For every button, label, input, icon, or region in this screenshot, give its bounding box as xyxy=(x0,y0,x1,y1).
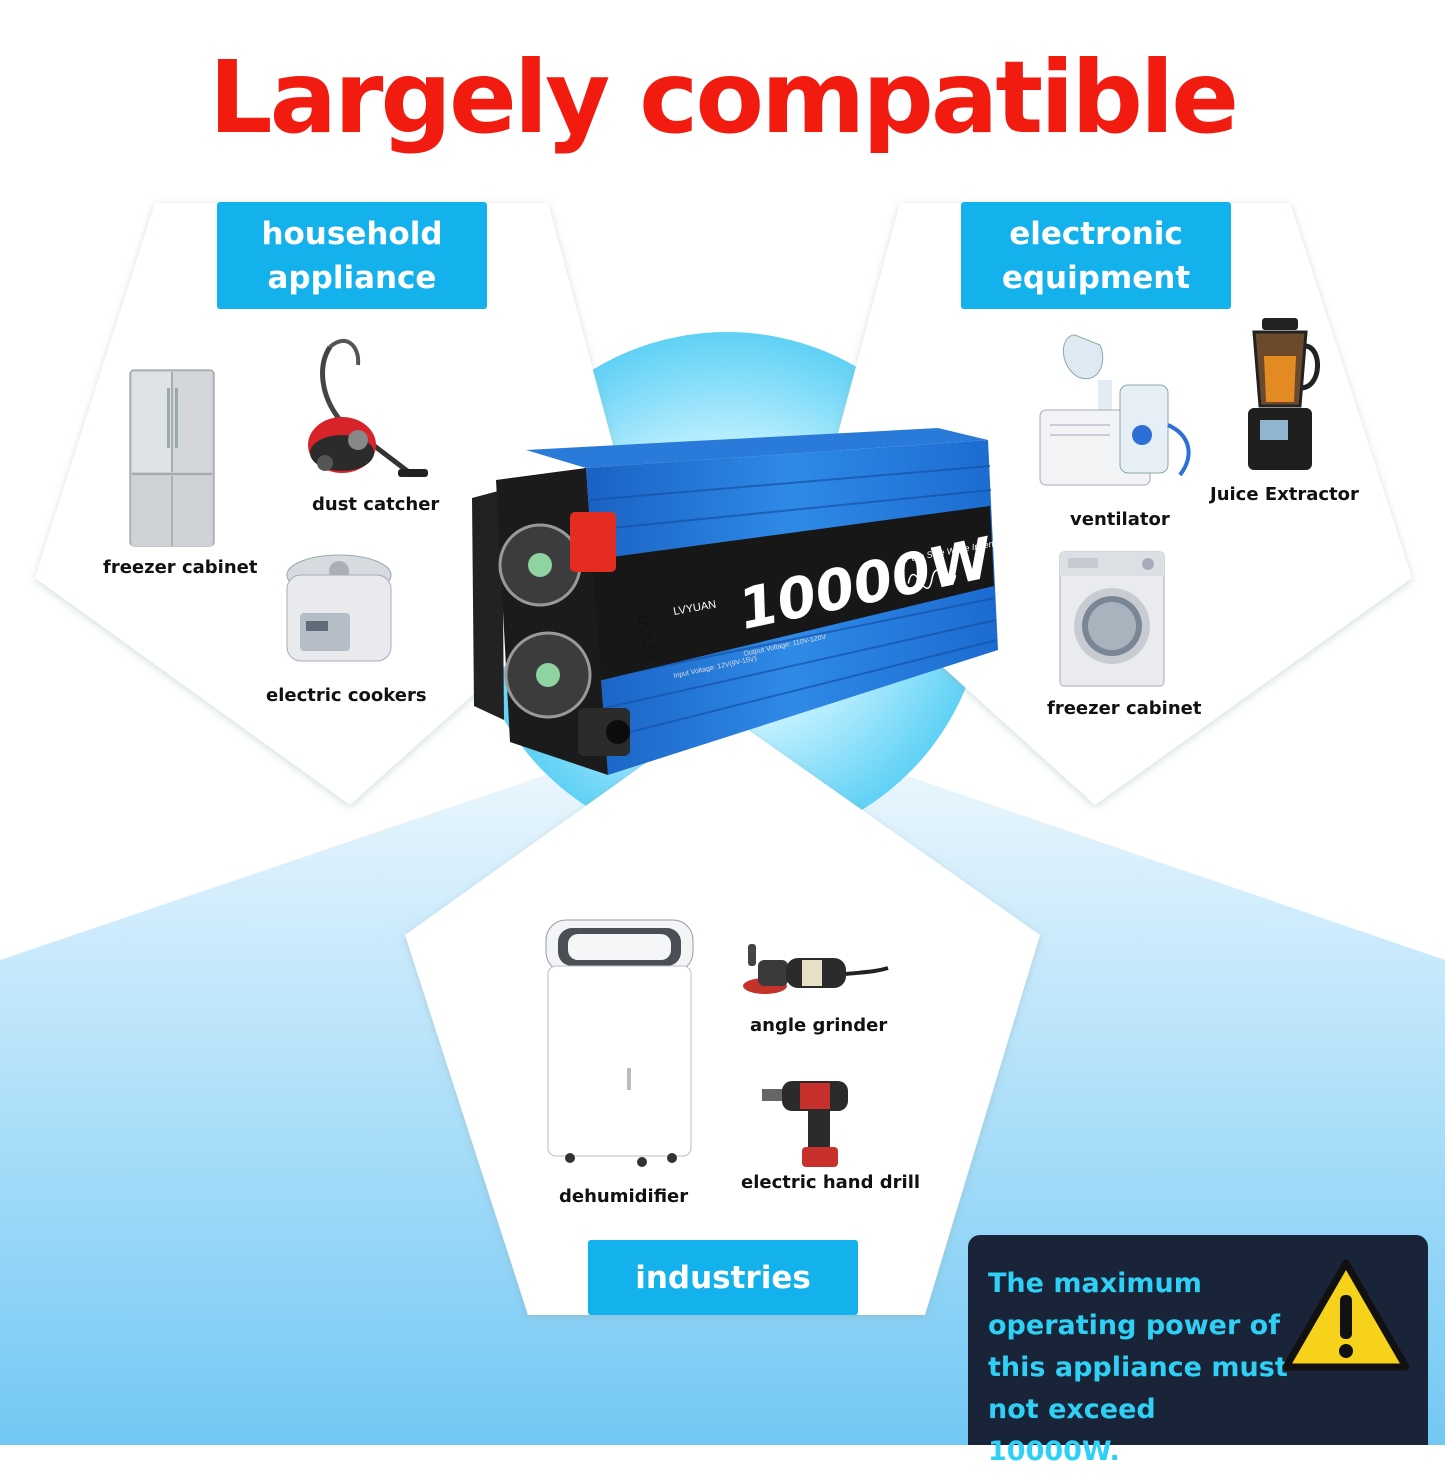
household-label-line2: appliance xyxy=(267,259,437,296)
warning-line-3: this appliance must xyxy=(988,1352,1288,1383)
warning-line-4: not exceed 10000W. xyxy=(988,1394,1156,1467)
warning-box: The maximum operating power of this appl… xyxy=(968,1235,1428,1467)
rice-cooker-icon xyxy=(286,554,392,662)
warning-line-1: The maximum xyxy=(988,1268,1202,1299)
angle-grinder-label: angle grinder xyxy=(750,1015,888,1036)
industries-label: industries xyxy=(588,1240,858,1315)
fridge-icon xyxy=(129,369,215,547)
electronic-label-line2: equipment xyxy=(1001,259,1191,296)
freezer-cabinet-label: freezer cabinet xyxy=(103,557,258,578)
dehumidifier-icon xyxy=(545,919,694,1167)
electric-hand-drill-label: electric hand drill xyxy=(741,1172,921,1193)
angle-grinder-icon xyxy=(743,944,889,994)
freezer-cabinet-2-label: freezer cabinet xyxy=(1047,698,1202,719)
warning-triangle-icon xyxy=(1282,1259,1410,1371)
vacuum-cleaner-icon xyxy=(308,339,428,477)
electronic-equipment-label: electronic equipment xyxy=(961,202,1231,309)
page-title: Largely compatible xyxy=(208,39,1239,156)
industries-panel xyxy=(405,710,1040,1315)
nebulizer-icon xyxy=(1039,334,1191,486)
inverter-image: LVYUAN 10000W Pure Sine Wave Inverter In… xyxy=(472,428,1004,775)
ventilator-label: ventilator xyxy=(1070,509,1170,530)
electronic-label-line1: electronic xyxy=(1009,215,1183,252)
household-appliance-label: household appliance xyxy=(217,202,487,309)
warning-text: The maximum operating power of this appl… xyxy=(988,1263,1288,1473)
electric-drill-icon xyxy=(762,1081,848,1167)
dust-catcher-label: dust catcher xyxy=(312,494,440,515)
household-label-line1: household xyxy=(261,215,443,252)
washing-machine-icon xyxy=(1059,551,1165,687)
juicer-icon xyxy=(1248,318,1320,470)
electric-cookers-label: electric cookers xyxy=(266,685,427,706)
warning-line-2: operating power of xyxy=(988,1310,1280,1341)
dehumidifier-label: dehumidifier xyxy=(559,1186,689,1207)
juice-extractor-label: Juice Extractor xyxy=(1210,484,1359,505)
